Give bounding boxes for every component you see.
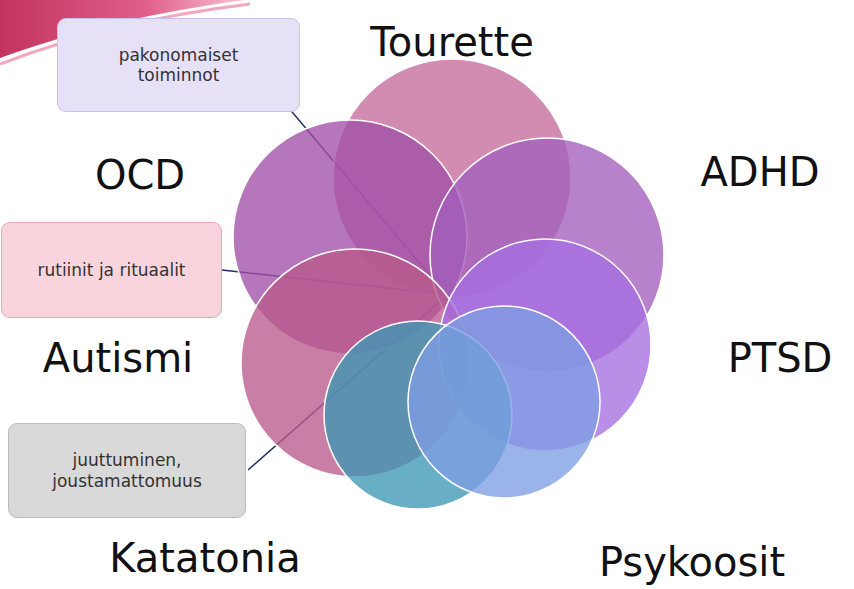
disorder-label: Tourette: [370, 22, 534, 62]
callout-box: pakonomaiset toiminnot: [57, 18, 300, 112]
callout-box: juuttuminen, joustamattomuus: [8, 423, 246, 518]
disorder-label: Autismi: [43, 338, 193, 378]
disorder-label: Psykoosit: [599, 542, 785, 582]
circle-fill: [408, 306, 600, 498]
disorder-label: PTSD: [728, 338, 833, 378]
overlap-circle: Psykoosit: [407, 305, 601, 499]
disorder-label: OCD: [95, 155, 185, 195]
disorder-label: ADHD: [700, 152, 819, 192]
circle-shape: [407, 305, 601, 499]
callout-text: pakonomaiset toiminnot: [99, 45, 259, 86]
callout-text: rutiinit ja rituaalit: [37, 260, 185, 280]
callout-text: juuttuminen, joustamattomuus: [42, 450, 212, 491]
disorder-label: Katatonia: [109, 538, 300, 578]
callout-box: rutiinit ja rituaalit: [1, 222, 222, 318]
